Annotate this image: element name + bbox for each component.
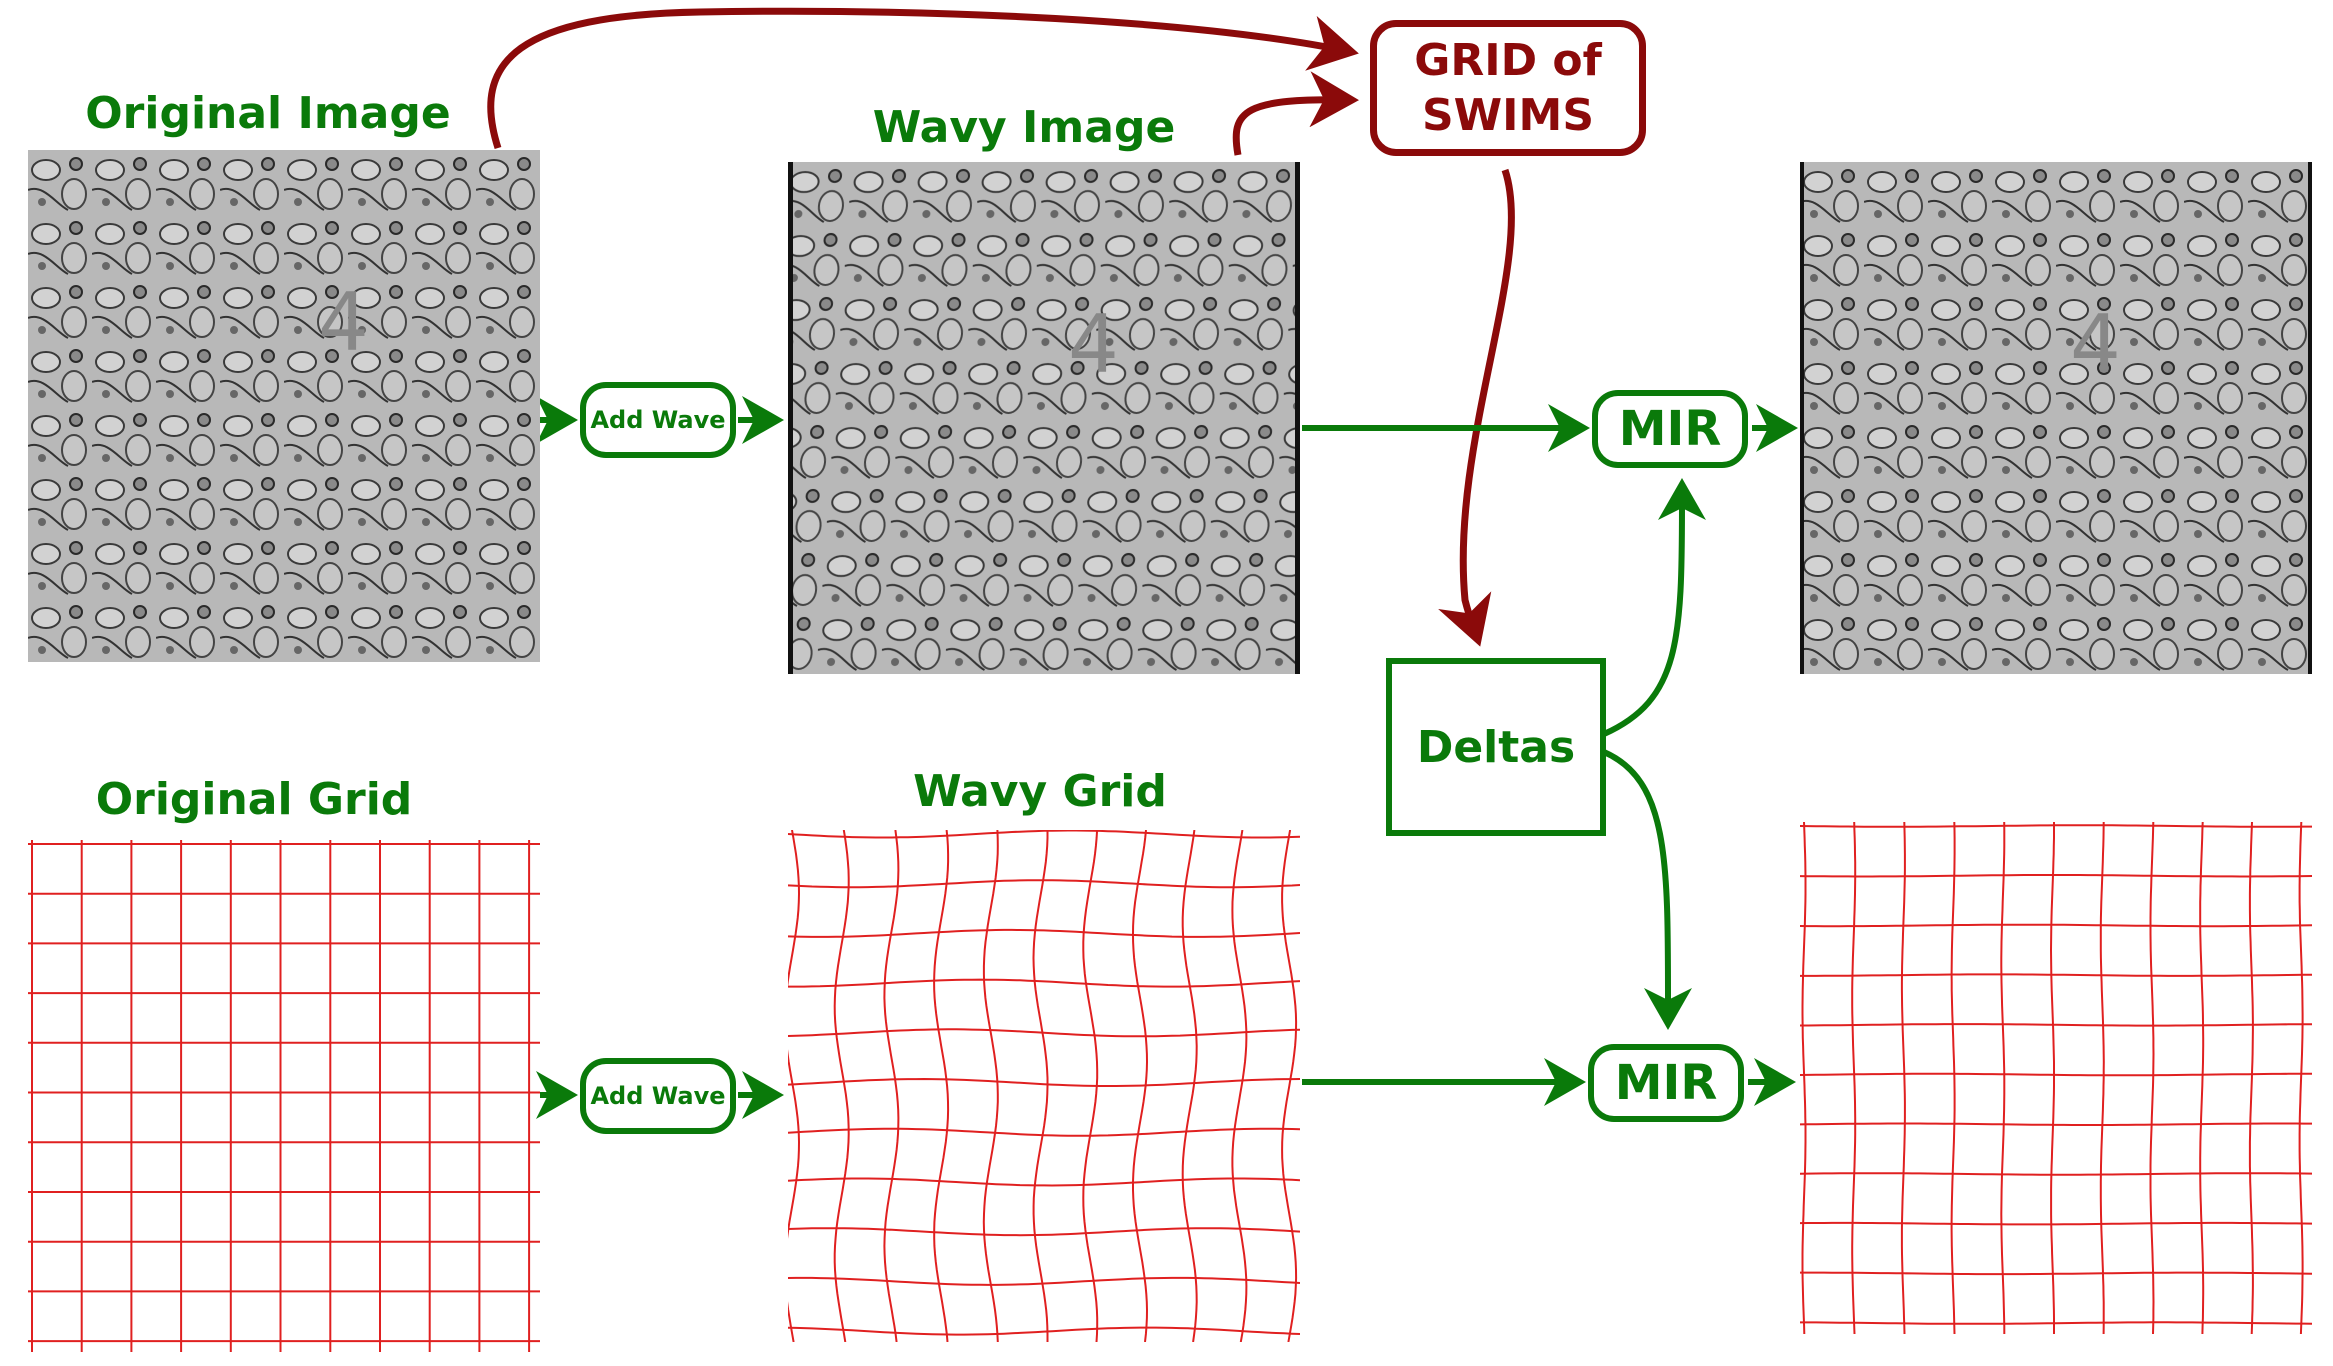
grid-horizontal-line [788, 1276, 1300, 1286]
svg-text:4: 4 [318, 276, 369, 369]
title-original-grid: Original Grid [95, 774, 413, 825]
grid-vertical-line [2298, 822, 2304, 1334]
grid-horizontal-line [788, 978, 1300, 988]
grid-vertical-line [933, 830, 950, 1342]
grid-vertical-line [788, 830, 801, 1342]
grid-horizontal-line [788, 1077, 1300, 1087]
grid-vertical-line [1181, 830, 1198, 1342]
svg-text:4: 4 [2070, 298, 2121, 391]
grid-horizontal-line [788, 830, 1300, 839]
grid-vertical-line [2199, 822, 2205, 1334]
add-wave-label-bottom: Add Wave [590, 1082, 726, 1110]
grid-vertical-line [2149, 822, 2155, 1334]
grid-horizontal-line [1800, 1221, 2312, 1226]
arrow-swims-to-deltas [1438, 168, 1515, 647]
mir-label-top: MIR [1618, 401, 1722, 457]
grid-horizontal-line [1800, 1023, 2312, 1027]
output-image-panel: 4 [1800, 162, 2312, 674]
grid-horizontal-line [1800, 1321, 2312, 1325]
arrow-deltas-to-mir-top [1602, 478, 1706, 737]
grid-vertical-line [982, 830, 999, 1342]
svg-text:4: 4 [1068, 298, 1119, 391]
output-grid-panel [1800, 822, 2312, 1334]
arrow-original-to-swims [487, 7, 1359, 150]
grid-vertical-line [883, 830, 900, 1342]
title-original-image: Original Image [85, 88, 451, 139]
grid-vertical-line [1032, 830, 1049, 1342]
grid-vertical-line [2248, 822, 2254, 1334]
grid-vertical-line [1900, 822, 1906, 1334]
arrow-deltas-to-mir-bottom [1602, 749, 1692, 1030]
grid-of-swims-line1: GRID of [1414, 35, 1602, 86]
grid-horizontal-line [788, 1028, 1300, 1038]
grid-horizontal-line [788, 928, 1300, 938]
grid-vertical-line [2000, 822, 2006, 1334]
grid-of-swims-line2: SWIMS [1421, 90, 1595, 141]
grid-vertical-line [2099, 822, 2105, 1334]
add-wave-box-bottom: Add Wave [580, 1058, 736, 1134]
original-image-panel: 4 [28, 150, 540, 662]
grid-vertical-line [1801, 822, 1807, 1334]
title-wavy-grid: Wavy Grid [913, 766, 1167, 817]
grid-vertical-line [1281, 830, 1298, 1342]
grid-of-swims-box: GRID of SWIMS [1370, 20, 1646, 156]
grid-vertical-line [1851, 822, 1857, 1334]
grid-horizontal-line [1800, 824, 2312, 828]
grid-horizontal-line [788, 879, 1300, 889]
grid-horizontal-line [788, 1177, 1300, 1187]
grid-horizontal-line [1800, 874, 2312, 878]
grid-horizontal-line [788, 1326, 1300, 1336]
grid-vertical-line [2049, 822, 2055, 1334]
mir-box-bottom: MIR [1588, 1044, 1744, 1122]
grid-vertical-line [1950, 822, 1956, 1334]
grid-vertical-line [833, 830, 850, 1342]
deltas-label: Deltas [1416, 721, 1576, 773]
grid-horizontal-line [1800, 1172, 2312, 1176]
arrow-wavy-to-swims [1232, 71, 1359, 156]
grid-horizontal-line [1800, 1271, 2312, 1276]
add-wave-box-top: Add Wave [580, 382, 736, 458]
grid-horizontal-line [1800, 923, 2312, 928]
mir-box-top: MIR [1592, 390, 1748, 468]
title-wavy-image: Wavy Image [872, 102, 1176, 153]
grid-horizontal-line [1800, 973, 2312, 977]
grid-horizontal-line [1800, 1072, 2312, 1077]
grid-horizontal-line [788, 1227, 1300, 1237]
add-wave-label-top: Add Wave [590, 406, 726, 434]
mir-label-bottom: MIR [1614, 1055, 1718, 1111]
deltas-box: Deltas [1386, 658, 1606, 836]
grid-horizontal-line [1800, 1122, 2312, 1126]
original-grid-panel [28, 840, 540, 1352]
grid-vertical-line [1231, 830, 1248, 1342]
grid-horizontal-line [788, 1127, 1300, 1137]
wavy-grid-panel [788, 830, 1300, 1342]
wavy-image-panel: 4 [788, 162, 1300, 674]
